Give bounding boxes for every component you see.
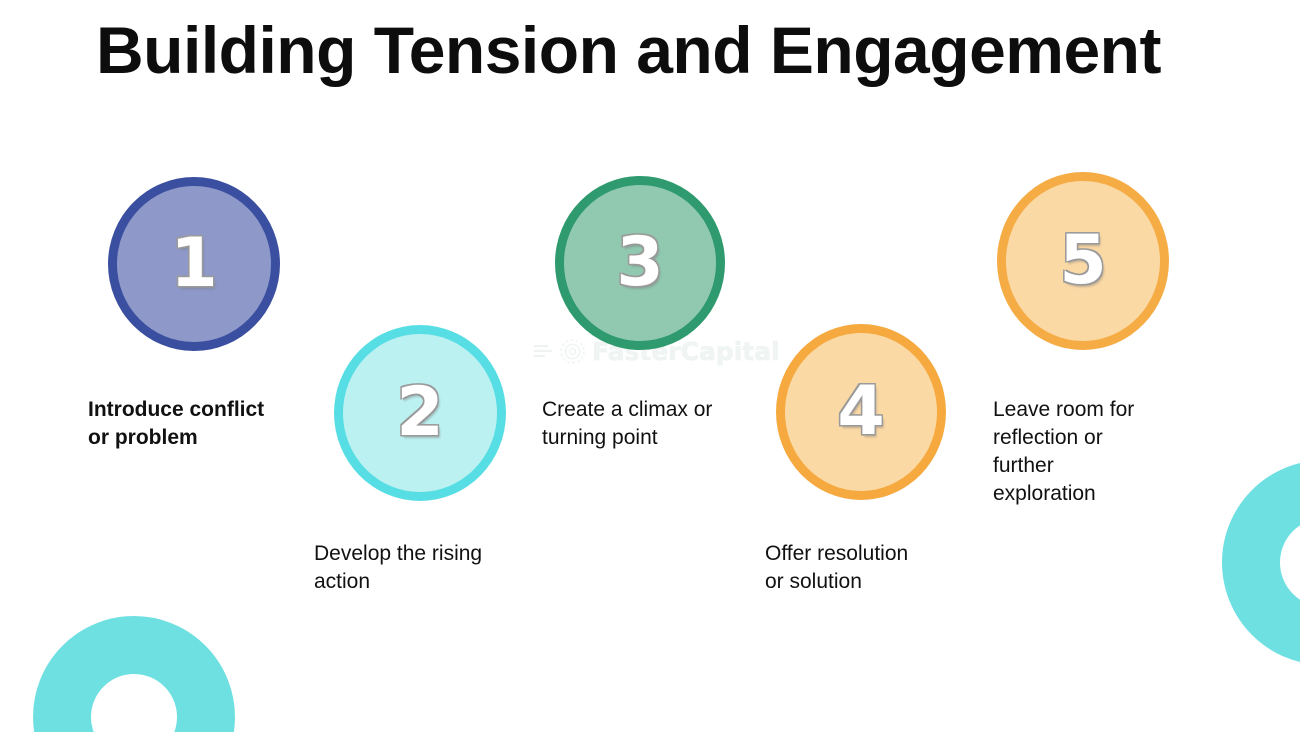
- step-5-number: 5: [1059, 221, 1107, 300]
- step-1-circle-fill: [117, 186, 271, 342]
- step-4-number: 4: [837, 372, 885, 451]
- step-2-label: Develop the rising action: [314, 542, 483, 593]
- step-4-circle[interactable]: 4: [776, 324, 946, 500]
- step-2-number: 2: [396, 373, 444, 452]
- step-3-circle[interactable]: 3: [555, 176, 725, 350]
- step-5-label: Leave room for reflection or further exp…: [993, 398, 1135, 505]
- turquoise-ring-bottom-left-decoration: [33, 616, 235, 732]
- step-1-label: Introduce conflict or problem: [88, 398, 265, 449]
- step-2-circle[interactable]: 2: [334, 325, 506, 501]
- step-4-circle-fill: [785, 333, 937, 491]
- gear-icon: [560, 338, 585, 364]
- page-title: Building Tension and Engagement: [96, 13, 1161, 87]
- step-5-circle-fill: [1006, 181, 1160, 341]
- step-3-circle-fill: [564, 185, 716, 341]
- step-3-label: Create a climax or turning point: [542, 398, 713, 449]
- step-3-number: 3: [616, 223, 664, 302]
- turquoise-ring-right-decoration: [1222, 460, 1300, 665]
- step-1-circle[interactable]: 1: [108, 177, 280, 351]
- step-5-circle[interactable]: 5: [997, 172, 1169, 350]
- watermark-speed-lines: [534, 345, 553, 357]
- step-1-number: 1: [170, 224, 218, 303]
- step-4-label: Offer resolution or solution: [765, 542, 909, 593]
- step-2-circle-fill: [343, 334, 497, 492]
